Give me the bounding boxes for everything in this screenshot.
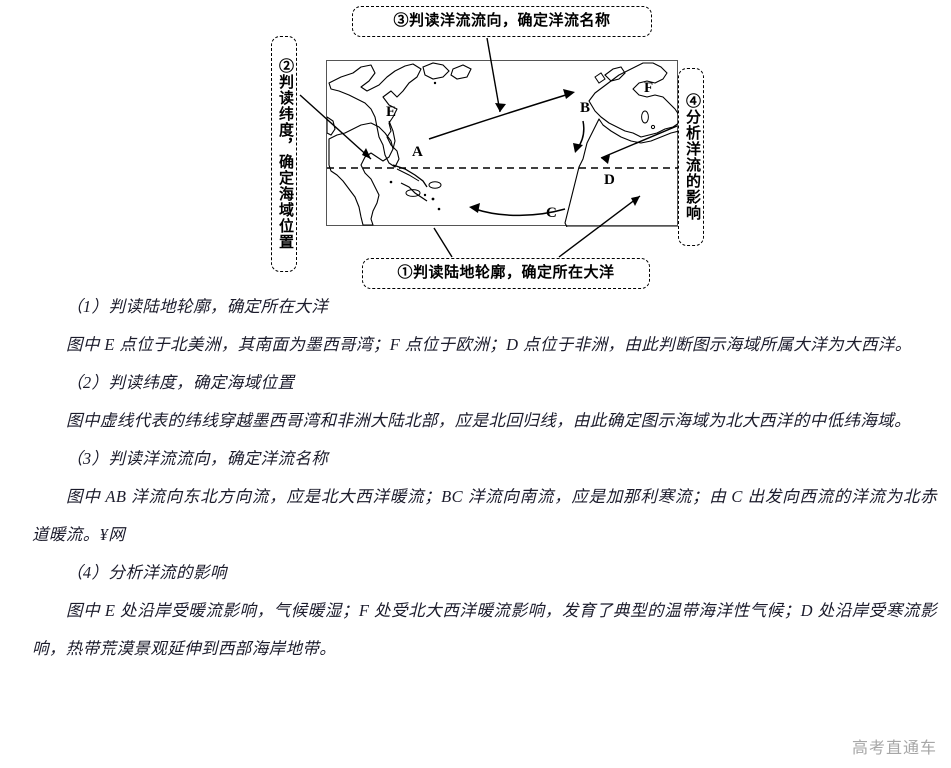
section-1-paragraph: 图中 E 点位于北美洲，其南面为墨西哥湾；F 点位于欧洲；D 点位于非洲，由此判… (66, 335, 912, 354)
section-2-paragraph: 图中虚线代表的纬线穿越墨西哥湾和非洲大陆北部，应是北回归线，由此确定图示海域为北… (66, 411, 911, 430)
section-3-heading: （3）判读洋流流向，确定洋流名称 (66, 449, 329, 468)
callout-step-1: ①判读陆地轮廓，确定所在大洋 (362, 258, 650, 289)
section-2-heading: （2）判读纬度，确定海域位置 (66, 373, 295, 392)
section-4-heading: （4）分析洋流的影响 (66, 563, 227, 582)
map-point-label-A: A (412, 144, 423, 160)
callout-step-4-text: ④分析洋流的影响 (684, 93, 700, 221)
callout-step-2-text: ②判读纬度，确定海域位置 (277, 58, 293, 250)
section-3-paragraph: 图中 AB 洋流向东北方向流，应是北大西洋暖流；BC 洋流向南流，应是加那利寒流… (32, 487, 937, 544)
map-point-label-E: E (386, 104, 397, 120)
answer-explanation-body: （1）判读陆地轮廓，确定所在大洋 图中 E 点位于北美洲，其南面为墨西哥湾；F … (0, 288, 951, 668)
map-point-label-F: F (644, 80, 654, 96)
callout-step-3-text: ③判读洋流流向，确定洋流名称 (393, 13, 611, 30)
map-point-label-C: C (546, 205, 557, 221)
page-watermark: 高考直通车 (851, 740, 937, 757)
callout-step-4: ④分析洋流的影响 (678, 68, 704, 246)
ocean-currents-map (326, 60, 679, 227)
map-svg (327, 62, 679, 227)
map-point-label-B: B (580, 100, 591, 116)
section-4-paragraph: 图中 E 处沿岸受暖流影响，气候暖湿；F 处受北大西洋暖流影响，发育了典型的温带… (32, 601, 937, 658)
figure-diagram: A B C D E F ③判读洋流流向，确定洋流名称 ①判读陆地轮廓，确定所在大… (0, 0, 951, 289)
callout-step-2: ②判读纬度，确定海域位置 (271, 36, 297, 272)
section-1-heading: （1）判读陆地轮廓，确定所在大洋 (66, 297, 329, 316)
map-point-label-D: D (604, 172, 615, 188)
callout-step-3: ③判读洋流流向，确定洋流名称 (352, 6, 652, 37)
callout-step-1-text: ①判读陆地轮廓，确定所在大洋 (397, 265, 615, 282)
